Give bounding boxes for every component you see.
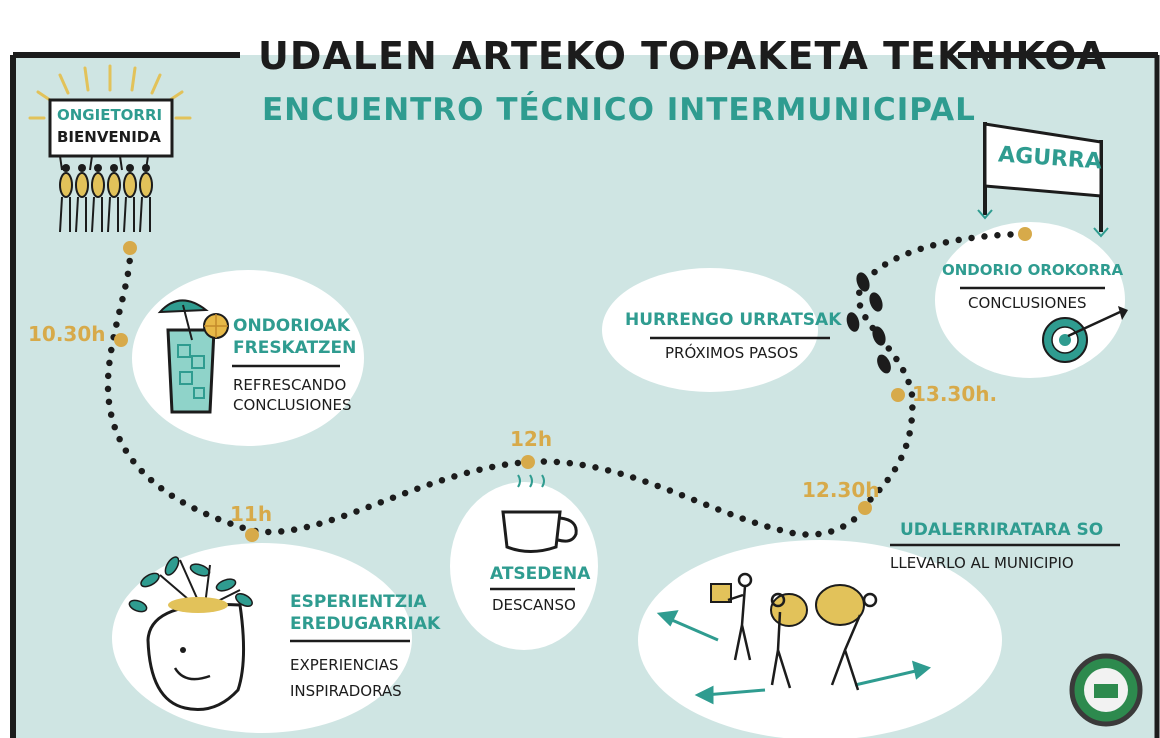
municipality-eu: UDALERRIRATARA SO (900, 520, 1104, 540)
experiences-eu-line2: EREDUGARRIAK (290, 614, 441, 634)
break-eu: ATSEDENA (490, 564, 591, 584)
stop-start (123, 241, 137, 255)
break-es: DESCANSO (492, 596, 576, 614)
stop-12 (521, 455, 535, 469)
footprints-icon (846, 272, 891, 374)
time-1030: 10.30h (28, 322, 106, 346)
time-1330: 13.30h. (912, 382, 998, 406)
lemonade-glass-icon (157, 299, 229, 414)
stop-11 (245, 528, 259, 542)
cloud-break (450, 482, 598, 650)
underlines (232, 286, 1120, 643)
welcome-sign-line2: BIENVENIDA (57, 128, 161, 146)
people-carrying-sacks-icon (656, 572, 932, 705)
page-subtitle: ENCUENTRO TÉCNICO INTERMUNICIPAL (262, 92, 976, 128)
coffee-cup-icon (501, 474, 578, 553)
stop-1030 (114, 333, 128, 347)
experiences-eu-line1: ESPERIENTZIA (290, 592, 427, 612)
conclusions-es: CONCLUSIONES (968, 294, 1087, 312)
time-11: 11h (230, 502, 273, 526)
page-title: UDALEN ARTEKO TOPAKETA TEKNIKOA (258, 34, 1107, 78)
time-12: 12h (510, 427, 553, 451)
refresh-es-line2: CONCLUSIONES (233, 396, 352, 414)
welcome-sign-line1: ONGIETORRI (57, 106, 163, 124)
next-steps-eu: HURRENGO URRATSAK (625, 310, 842, 330)
stop-1230 (858, 501, 872, 515)
experiences-es-line1: EXPERIENCIAS (290, 656, 399, 674)
route-stops (114, 227, 1032, 542)
stop-end (1018, 227, 1032, 241)
plant-head-icon (128, 556, 253, 711)
refresh-es-line1: REFRESCANDO (233, 376, 347, 394)
experiences-es-line2: INSPIRADORAS (290, 682, 402, 700)
target-arrow-icon (1042, 306, 1128, 363)
refresh-eu-line1: ONDORIOAK (233, 316, 350, 336)
finish-banner-icon (977, 122, 1109, 238)
welcome-crowd-icon (28, 64, 192, 233)
next-steps-es: PRÓXIMOS PASOS (665, 344, 799, 362)
refresh-eu-line2: FRESKATZEN (233, 338, 357, 358)
time-1230: 12.30h (802, 478, 880, 502)
cloud-next-steps (602, 268, 818, 392)
conclusions-eu: ONDORIO OROKORRA (942, 261, 1124, 279)
stop-1330 (891, 388, 905, 402)
cloud-refresh (132, 270, 364, 446)
journey-path (104, 230, 1029, 538)
logo-icon (1069, 653, 1143, 727)
municipality-es: LLEVARLO al MUNICIPIO (890, 554, 1074, 572)
